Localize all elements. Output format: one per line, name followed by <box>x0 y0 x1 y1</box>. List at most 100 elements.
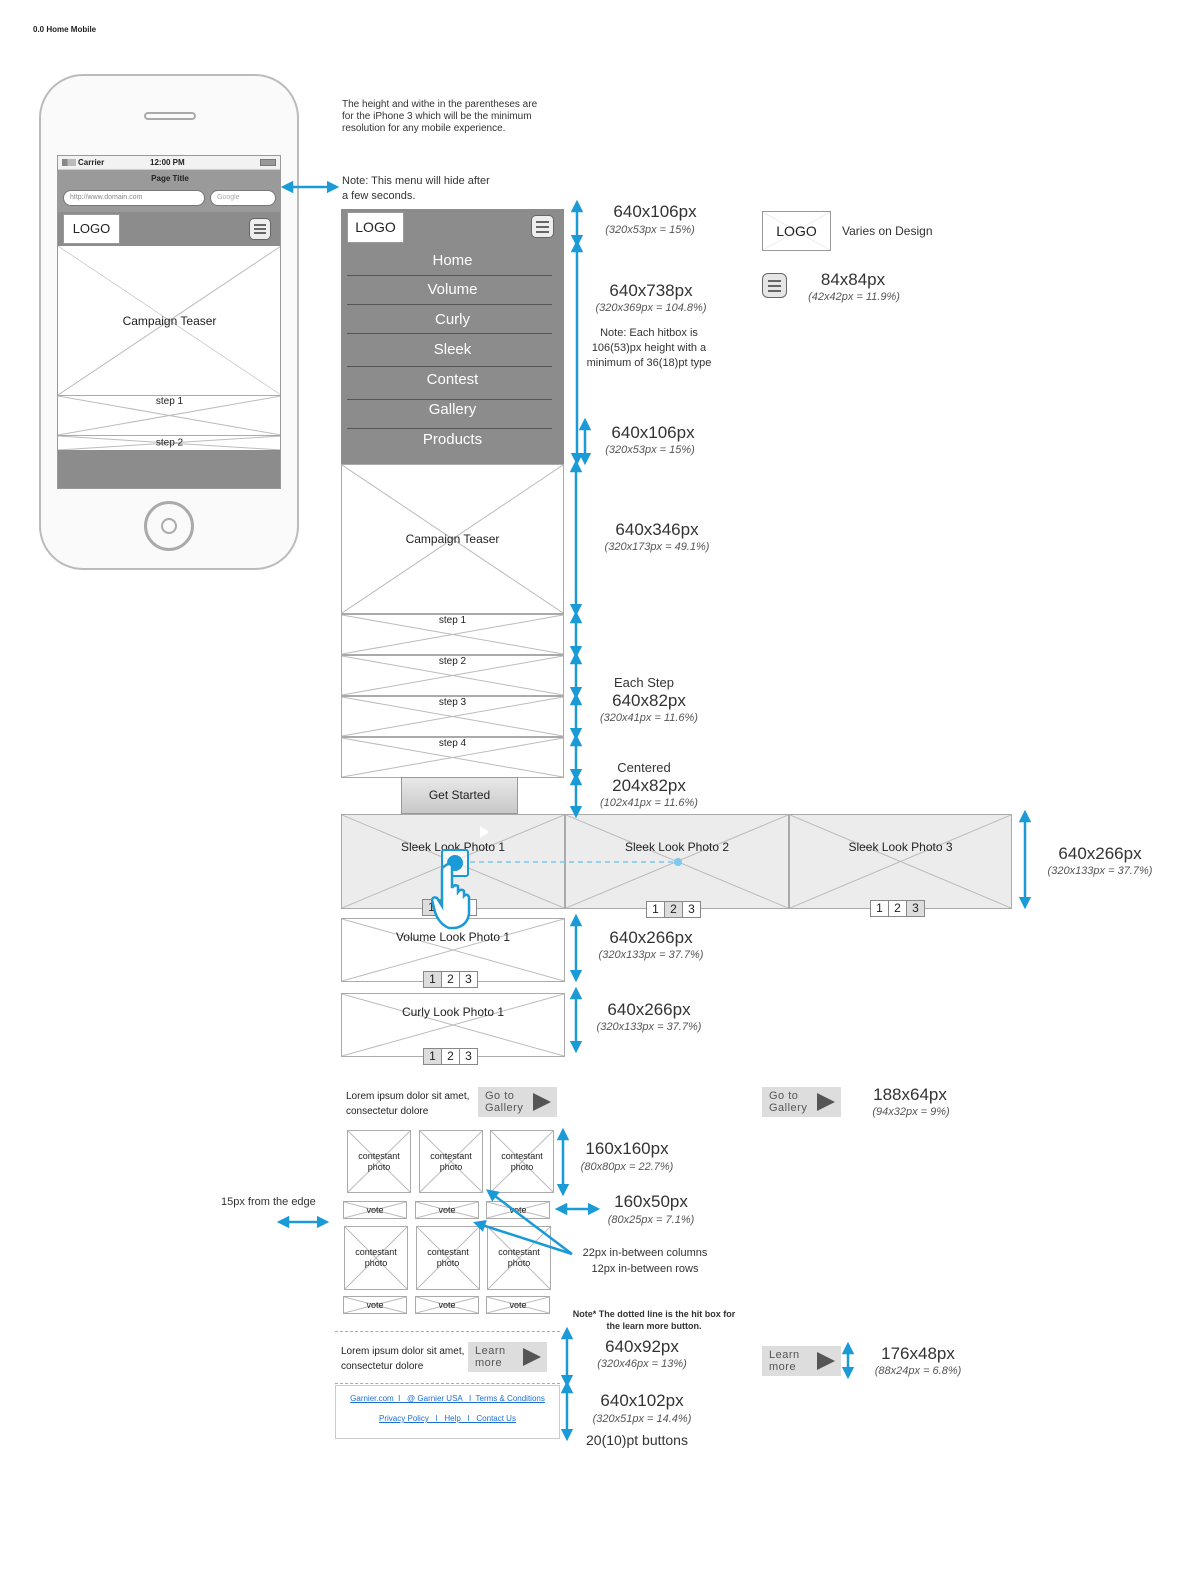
phone-step-label: step 1 <box>155 396 184 407</box>
menu-item-contest[interactable]: Contest <box>426 371 479 388</box>
url-field[interactable]: http://www.domain.com <box>63 190 205 206</box>
campaign-dimension: 640x346px <box>615 520 699 539</box>
arrow-right-icon <box>817 1352 835 1370</box>
pager-1[interactable]: 1 <box>423 1048 442 1065</box>
learn-more-dimension-sub: (320x46px = 13%) <box>597 1358 687 1370</box>
contestant-photo-label: contestant photo <box>355 1247 397 1268</box>
contestant-photo-label: contestant photo <box>430 1150 472 1172</box>
step-1[interactable]: step 1 <box>341 614 564 655</box>
curly-dimension-sub: (320x133px = 37.7%) <box>596 1021 702 1033</box>
contestant-photo[interactable]: contestant photo <box>416 1226 480 1290</box>
contestant-photo-label: contestant photo <box>358 1150 400 1172</box>
gallery-promo-text: Lorem ipsum dolor sit amet, consectetur … <box>346 1091 470 1117</box>
vote-button[interactable]: vote <box>415 1201 479 1219</box>
vote-button[interactable]: vote <box>415 1296 479 1314</box>
button-text: Gallery <box>485 1102 524 1114</box>
learn-more-hitbox[interactable] <box>335 1331 560 1384</box>
menu-item-home[interactable]: Home <box>432 252 473 269</box>
vote-button[interactable]: vote <box>486 1296 550 1314</box>
pager-1[interactable]: 1 <box>870 900 889 917</box>
each-step-label: Each Step <box>614 675 674 690</box>
menu-item-products[interactable]: Products <box>422 431 483 448</box>
pager-2[interactable]: 2 <box>664 901 683 918</box>
sleek-look-photo-2[interactable]: Sleek Look Photo 2 <box>565 814 789 909</box>
menu-item-sleek[interactable]: Sleek <box>433 341 472 358</box>
curly-dimension: 640x266px <box>607 1000 691 1019</box>
hamburger-menu-icon[interactable] <box>531 215 554 238</box>
menu-note: Note: This menu will hide after a few se… <box>342 175 490 202</box>
go-to-gallery-sample: Go to Gallery <box>762 1087 841 1117</box>
menu-item-volume[interactable]: Volume <box>427 281 478 298</box>
clock: 12:00 PM <box>150 158 185 167</box>
footer-links-row-2[interactable]: Privacy Policy I Help I Contact Us <box>379 1414 516 1423</box>
pager-2[interactable]: 2 <box>888 900 907 917</box>
phone-campaign-teaser[interactable]: Campaign Teaser <box>58 246 280 396</box>
phone-logo[interactable]: LOGO <box>63 214 120 244</box>
header-dimension-sub: (320x53px = 15%) <box>605 224 695 236</box>
step-label: step 4 <box>438 738 467 749</box>
header-logo[interactable]: LOGO <box>347 212 404 243</box>
phone-menu-icon[interactable] <box>249 218 271 240</box>
step-3[interactable]: step 3 <box>341 696 564 737</box>
learn-more-button[interactable]: Learn more <box>468 1342 547 1372</box>
sleek-dimension: 640x266px <box>1058 844 1142 863</box>
phone-speaker <box>144 112 196 120</box>
sleek-look-photo-3[interactable]: Sleek Look Photo 3 <box>789 814 1012 909</box>
home-button-icon[interactable] <box>144 501 194 551</box>
contestant-photo[interactable]: contestant photo <box>490 1130 554 1193</box>
icon-dimension-sub: (42x42px = 11.9%) <box>808 291 900 303</box>
nav-menu: Home Volume Curly Sleek Contest Gallery … <box>341 246 564 464</box>
vote-button[interactable]: vote <box>343 1201 407 1219</box>
get-started-button[interactable]: Get Started <box>401 777 518 814</box>
menu-item-curly[interactable]: Curly <box>434 311 470 328</box>
logo-note: Varies on Design <box>842 224 933 238</box>
pager-3[interactable]: 3 <box>459 971 478 988</box>
campaign-teaser[interactable]: Campaign Teaser <box>341 464 564 614</box>
footer-dimension: 640x102px <box>600 1391 684 1410</box>
phone-step-1[interactable]: step 1 <box>58 396 280 436</box>
browser-bar: Page Title http://www.domain.com Google <box>58 170 280 212</box>
site-header: LOGO <box>341 209 564 246</box>
footer-links-row-1[interactable]: Garnier.com I @ Garnier USA I Terms & Co… <box>350 1394 545 1403</box>
pager-3[interactable]: 3 <box>459 1048 478 1065</box>
search-field[interactable]: Google <box>210 190 276 206</box>
button-text: Learn <box>475 1345 506 1357</box>
phone-step-2[interactable]: step 2 <box>58 436 280 450</box>
pager-3[interactable]: 3 <box>682 901 701 918</box>
button-text: Go to <box>769 1090 799 1102</box>
button-text: Gallery <box>769 1102 808 1114</box>
go-to-gallery-button[interactable]: Go to Gallery <box>478 1087 557 1117</box>
learn-button-dimension: 176x48px <box>881 1344 955 1363</box>
contestant-photo[interactable]: contestant photo <box>344 1226 408 1290</box>
learn-more-dimension: 640x92px <box>605 1337 679 1356</box>
pager-1[interactable]: 1 <box>646 901 665 918</box>
contestant-photo[interactable]: contestant photo <box>487 1226 551 1290</box>
pager-2[interactable]: 2 <box>441 971 460 988</box>
button-text: more <box>769 1361 797 1373</box>
button-text: more <box>475 1357 503 1369</box>
curly-look-photo-1[interactable]: Curly Look Photo 1 <box>341 993 565 1057</box>
vote-button[interactable]: vote <box>343 1296 407 1314</box>
pager-3[interactable]: 3 <box>906 900 925 917</box>
contestant-photo[interactable]: contestant photo <box>347 1130 411 1193</box>
step-2[interactable]: step 2 <box>341 655 564 696</box>
phone-header: LOGO <box>58 212 280 246</box>
menu-dimension-sub: (320x369px = 104.8%) <box>595 302 707 314</box>
step-label: step 3 <box>438 697 467 708</box>
button-text: Learn <box>769 1349 800 1361</box>
contestant-photo[interactable]: contestant photo <box>419 1130 483 1193</box>
pager-2[interactable]: 2 <box>441 1048 460 1065</box>
pager-1[interactable]: 1 <box>423 971 442 988</box>
step-dimension-sub: (320x41px = 11.6%) <box>600 712 698 724</box>
photo-label: Volume Look Photo 1 <box>395 930 511 944</box>
volume-dimension: 640x266px <box>609 928 693 947</box>
vote-button[interactable]: vote <box>486 1201 550 1219</box>
menu-item-gallery[interactable]: Gallery <box>428 401 477 418</box>
step-4[interactable]: step 4 <box>341 737 564 778</box>
page-title: 0.0 Home Mobile <box>33 25 97 34</box>
campaign-teaser-label: Campaign Teaser <box>405 532 500 546</box>
